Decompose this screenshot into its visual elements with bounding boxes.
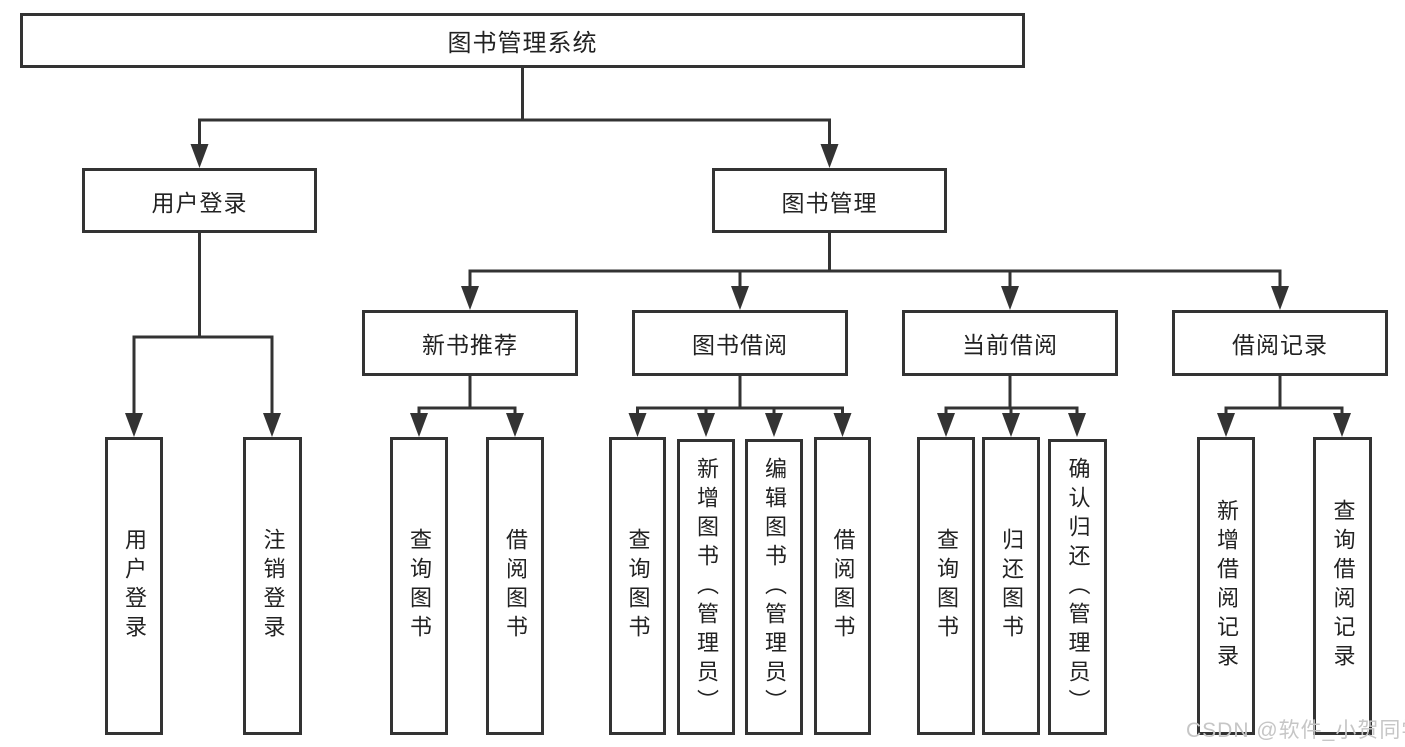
- node-library-management-system: 图书管理系统: [20, 13, 1025, 68]
- node-label: 归还图书: [999, 528, 1024, 644]
- node-new-book-recommend: 新书推荐: [362, 310, 578, 376]
- leaf-borrow-add-books-admin: 新增图书（管理员）: [677, 439, 735, 735]
- node-label: 图书借阅: [692, 332, 788, 358]
- leaf-current-return-books: 归还图书: [982, 437, 1040, 735]
- node-label: 借阅图书: [503, 528, 528, 644]
- node-label: 查询图书: [625, 528, 651, 644]
- node-label: 查询借阅记录: [1330, 499, 1356, 673]
- node-label: 编辑图书（管理员）: [762, 456, 787, 718]
- leaf-borrow-borrow-books: 借阅图书: [814, 437, 871, 735]
- node-label: 图书管理: [781, 189, 878, 216]
- leaf-newbook-query-books: 查询图书: [390, 437, 448, 735]
- arrowheads: [125, 144, 1351, 437]
- leaf-records-add-borrow-record: 新增借阅记录: [1197, 437, 1255, 735]
- leaf-user-login: 用户登录: [105, 437, 163, 735]
- node-label: 用户登录: [122, 528, 147, 644]
- connector-userlogin-to-leaves: [132, 231, 274, 417]
- connector-root-to-level2: [198, 68, 831, 148]
- leaf-logout-login: 注销登录: [243, 437, 302, 735]
- node-borrowing-records: 借阅记录: [1172, 310, 1388, 376]
- connector-current-to-leaves: [944, 374, 1079, 417]
- node-label: 新增借阅记录: [1214, 499, 1239, 673]
- node-label: 借阅记录: [1232, 332, 1328, 358]
- node-label: 借阅图书: [830, 528, 856, 644]
- leaf-current-confirm-return-admin: 确认归还（管理员）: [1048, 439, 1107, 735]
- csdn-watermark: CSDN @软件_小贺同学: [1186, 719, 1405, 742]
- connector-records-to-leaves: [1224, 374, 1344, 417]
- node-label: 查询图书: [407, 528, 432, 644]
- leaf-newbook-borrow-books: 借阅图书: [486, 437, 544, 735]
- node-label: 用户登录: [151, 189, 248, 216]
- leaf-borrow-edit-books-admin: 编辑图书（管理员）: [745, 439, 803, 735]
- leaf-records-query-borrow-record: 查询借阅记录: [1313, 437, 1372, 735]
- node-label: 当前借阅: [962, 332, 1058, 358]
- node-book-management: 图书管理: [712, 168, 947, 233]
- leaf-current-query-books: 查询图书: [917, 437, 975, 735]
- leaf-borrow-query-books: 查询图书: [609, 437, 666, 735]
- connector-borrow-to-leaves: [636, 374, 844, 417]
- node-label: 新书推荐: [422, 332, 518, 358]
- connector-bookmgmt-to-level3: [468, 231, 1282, 290]
- connector-strokes: [132, 68, 1344, 417]
- node-label: 新增图书（管理员）: [694, 456, 719, 718]
- node-user-login: 用户登录: [82, 168, 317, 233]
- node-label: 确认归还（管理员）: [1065, 456, 1091, 718]
- node-current-borrowing: 当前借阅: [902, 310, 1118, 376]
- node-label: 图书管理系统: [447, 30, 598, 57]
- connector-newbook-to-leaves: [417, 374, 517, 417]
- node-book-borrowing: 图书借阅: [632, 310, 848, 376]
- node-label: 注销登录: [260, 528, 286, 644]
- node-label: 查询图书: [934, 528, 959, 644]
